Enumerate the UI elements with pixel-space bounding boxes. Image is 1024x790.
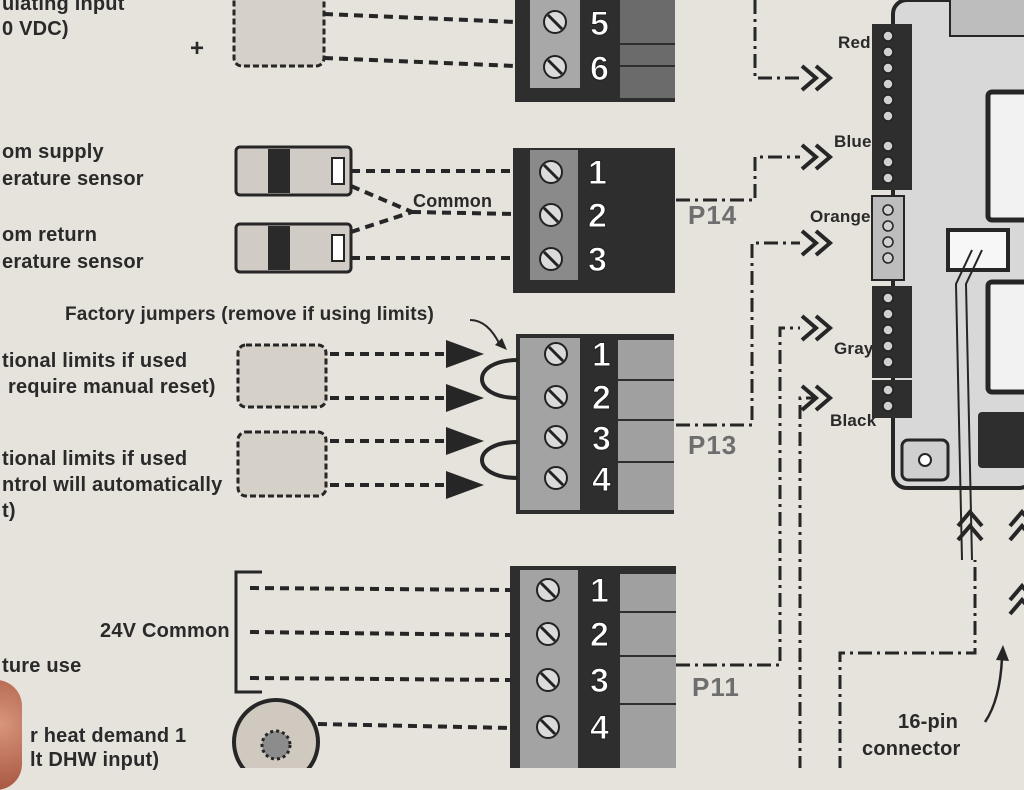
terminal-number: 2 <box>589 616 610 655</box>
label-limits-manual-1: tional limits if used <box>2 350 188 372</box>
terminal-number: 5 <box>589 5 610 44</box>
label-16pin-1: 16-pin <box>898 711 959 733</box>
label-top-input: ulating input <box>2 0 125 15</box>
label-limits-auto-1: tional limits if used <box>2 448 188 470</box>
wire-label-orange: Orange <box>810 207 871 226</box>
finger-edge <box>0 680 22 790</box>
label-common: Common <box>413 191 493 211</box>
terminal-block-top <box>515 0 675 102</box>
wire-dashed <box>350 210 413 234</box>
terminal-number: 4 <box>589 709 610 748</box>
label-limits-manual-2: require manual reset) <box>8 376 216 398</box>
label-limits-auto-2: ntrol will automatically <box>2 474 223 496</box>
label-supply-1: om supply <box>2 141 104 163</box>
p11-wires <box>249 586 511 730</box>
wire-label-gray: Gray <box>834 339 874 358</box>
terminal-number: 3 <box>587 241 608 280</box>
arrow-heads <box>446 340 484 499</box>
modulating-input-box <box>232 0 326 68</box>
connector-label-p14: P14 <box>688 200 738 230</box>
terminal-block-p13 <box>516 334 674 514</box>
supply-sensor <box>234 145 353 197</box>
control-board <box>871 0 1024 561</box>
terminal-number: 1 <box>589 572 610 611</box>
connector-label-p11: P11 <box>692 672 740 702</box>
label-top-vdc: 0 VDC) <box>2 18 69 40</box>
connector-label-p13: P13 <box>688 430 738 460</box>
return-sensor <box>234 222 353 274</box>
terminal-block-p14 <box>513 148 675 293</box>
plus-sign: + <box>190 35 205 62</box>
label-24v-common: 24V Common <box>100 620 230 642</box>
label-return-2: erature sensor <box>2 251 144 273</box>
terminal-number: 1 <box>587 154 608 193</box>
terminal-number: 1 <box>591 336 612 375</box>
label-return-1: om return <box>2 224 98 246</box>
wire-dashed <box>350 184 413 214</box>
terminal-number: 2 <box>587 197 608 236</box>
terminal-number: 2 <box>591 379 612 418</box>
terminal-number: 3 <box>591 420 612 459</box>
terminal-number: 4 <box>591 461 612 500</box>
wire-label-blue: Blue <box>834 132 872 151</box>
label-factory-jumpers: Factory jumpers (remove if using limits) <box>65 304 435 325</box>
terminal-number: 6 <box>589 50 610 89</box>
terminal-block-p11 <box>510 566 676 776</box>
wire-dashed <box>323 56 516 68</box>
wire-label-black: Black <box>830 411 877 430</box>
diagram-art <box>232 0 1024 786</box>
harness-lines <box>676 0 977 770</box>
label-limits-auto-3: t) <box>2 500 16 522</box>
label-heat-demand-1: r heat demand 1 <box>30 725 187 747</box>
label-16pin-2: connector <box>862 738 961 760</box>
jumper-leader-arrow <box>495 338 507 350</box>
auto-limit-box <box>236 430 328 498</box>
limit-wires <box>330 352 450 487</box>
pin-connector-leader-arrow <box>996 645 1009 661</box>
label-future-use: ture use <box>2 655 82 677</box>
label-heat-demand-2: lt DHW input) <box>30 749 160 771</box>
v24-bracket <box>234 570 262 694</box>
heat-demand-device-inner <box>260 729 292 761</box>
terminal-number: 3 <box>589 662 610 701</box>
wire-label-red: Red <box>838 33 871 52</box>
factory-jumpers <box>480 358 519 480</box>
wire-dashed <box>411 210 516 216</box>
wire-dashed <box>323 12 516 24</box>
label-supply-2: erature sensor <box>2 168 144 190</box>
jumper-leader <box>469 319 501 346</box>
pin-connector-leader <box>983 657 1004 723</box>
manual-limit-box <box>236 343 328 409</box>
